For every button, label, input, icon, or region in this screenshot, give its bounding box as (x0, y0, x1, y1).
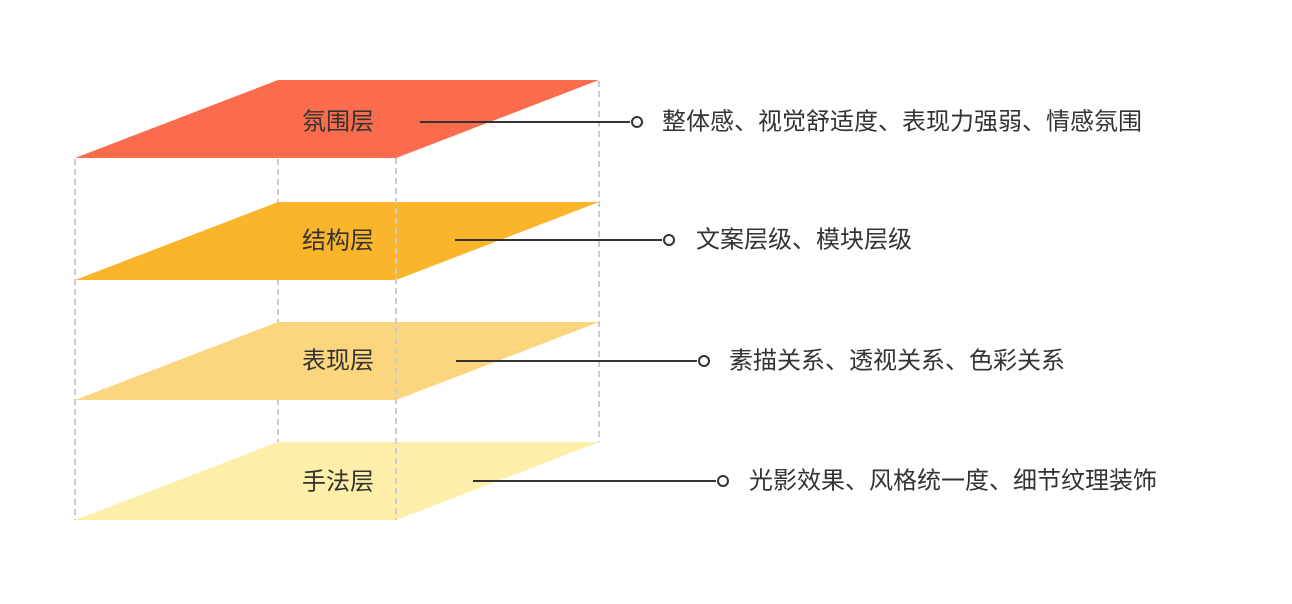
layer-description-atmosphere: 整体感、视觉舒适度、表现力强弱、情感氛围 (662, 109, 1142, 136)
connector-endpoint-circle-technique (717, 475, 729, 487)
layer-shape-structure (75, 202, 599, 280)
connector-endpoint-circle-atmosphere (631, 116, 643, 128)
layer-shape-expression (75, 322, 599, 400)
layer-label-structure: 结构层 (302, 228, 374, 255)
layer-shape-atmosphere (75, 80, 599, 158)
layer-label-atmosphere: 氛围层 (302, 109, 374, 136)
layer-label-expression: 表现层 (302, 348, 374, 375)
connector-endpoint-circle-expression (698, 355, 710, 367)
layer-description-technique: 光影效果、风格统一度、细节纹理装饰 (749, 468, 1157, 495)
layer-label-technique: 手法层 (302, 469, 374, 496)
layer-description-expression: 素描关系、透视关系、色彩关系 (729, 348, 1065, 375)
layer-description-structure: 文案层级、模块层级 (696, 227, 912, 254)
connector-endpoint-circle-structure (663, 234, 675, 246)
layer-shape-technique (75, 442, 599, 520)
